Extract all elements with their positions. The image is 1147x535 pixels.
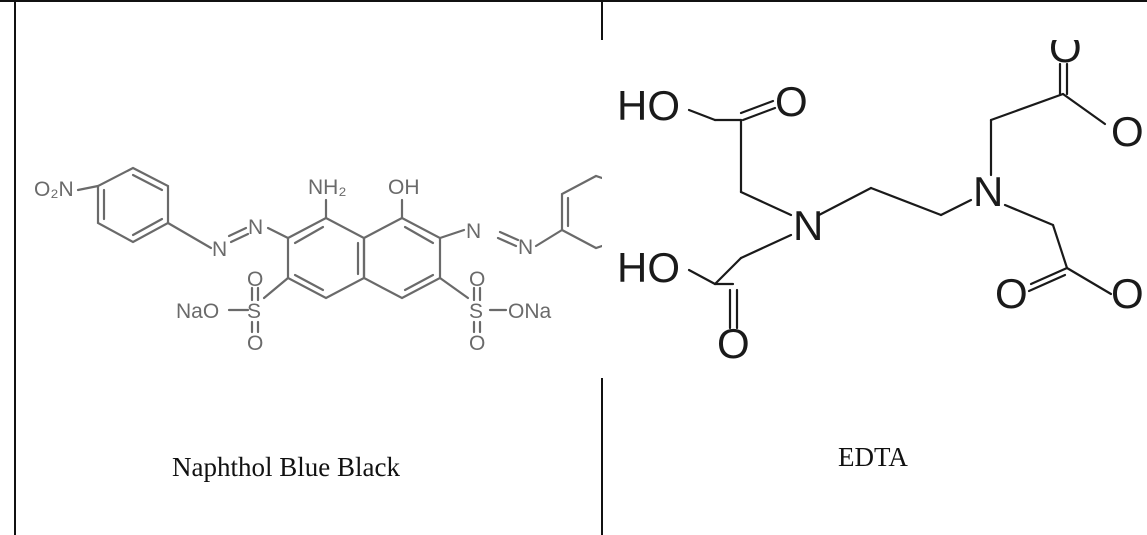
naphthalene-left-ring	[286, 216, 366, 300]
hydroxyl-label: HO	[617, 244, 680, 291]
ethylene-bond	[939, 198, 973, 217]
naphthalene-right-ring	[362, 216, 442, 300]
azo-n-label: N	[248, 216, 263, 239]
ring-inner-bond	[403, 273, 435, 292]
azo-double-bond	[498, 230, 520, 242]
table-middle-divider-top	[601, 0, 603, 40]
naphthol-blue-black-structure: O₂N N N NH₂ OH N N NaO S O O S ONa O O	[34, 166, 602, 355]
phenyl-ring-partial	[560, 228, 602, 250]
hydroxyl-label: OH	[388, 176, 420, 199]
nitrogen-label: N	[973, 168, 1003, 215]
hydroxyl-bond	[1061, 92, 1107, 126]
azo-n-label: N	[212, 238, 227, 261]
azo-double-bond	[496, 236, 518, 248]
oxygen-label: O	[1049, 40, 1082, 71]
naphthalene-azo-bond	[438, 228, 466, 240]
carbonyl-double-bond	[741, 106, 777, 122]
n-ch2-bond	[1003, 203, 1055, 227]
oxygen-label: O	[775, 78, 808, 125]
hydroxyl-bond	[1065, 266, 1113, 296]
methylene-bond	[1051, 223, 1069, 270]
azo-naphthalene-bond	[266, 226, 290, 240]
table-top-border	[0, 0, 1147, 2]
hydroxyl-label: HO	[617, 82, 680, 129]
nitrophenyl-ring	[96, 166, 170, 244]
sulfur-label: S	[247, 300, 261, 323]
caption-edta: EDTA	[838, 442, 908, 472]
azo-double-bond	[227, 226, 248, 238]
carbonyl-double-bond	[1027, 273, 1067, 293]
oxygen-label: O	[717, 320, 750, 367]
aryl-azo-bond	[166, 221, 213, 250]
sulfonate-bond	[262, 276, 290, 300]
azo-double-bond	[229, 232, 250, 244]
oxygen-label: O	[469, 332, 485, 355]
sodium-sulfonate-label: ONa	[508, 300, 552, 323]
edta-structure: HO O O O N N HO O O O	[617, 40, 1144, 367]
caption-naphthol-blue-black: Naphthol Blue Black	[172, 452, 400, 482]
ethylene-bond	[817, 186, 873, 217]
table-left-border	[14, 0, 16, 535]
oxygen-label: O	[247, 268, 263, 291]
nitro-label: O₂N	[34, 178, 74, 201]
phenyl-ring-partial	[560, 174, 602, 232]
methylene-bond	[989, 92, 1065, 122]
n-ch2-bond	[739, 233, 793, 260]
ring-inner-bond	[403, 225, 435, 245]
azo-n-label: N	[466, 220, 481, 243]
n-ch2-bond	[739, 190, 793, 217]
carboxyl-bond	[713, 256, 743, 286]
amino-label: NH₂	[308, 176, 346, 199]
oxygen-label: O	[247, 332, 263, 355]
ring-inner-bond	[131, 217, 164, 237]
ethylene-bond	[869, 186, 943, 217]
nitrogen-label: N	[793, 202, 823, 249]
table-middle-divider-bottom	[601, 378, 603, 535]
oxygen-label: O	[1111, 108, 1144, 155]
hydroxyl-bond	[687, 268, 717, 286]
hydroxyl-bond	[687, 108, 717, 122]
oxygen-label: O	[995, 270, 1028, 317]
nitro-bond	[76, 184, 100, 192]
sulfur-label: S	[469, 300, 483, 323]
carbonyl-double-bond	[739, 99, 775, 115]
sodium-sulfonate-label: NaO	[176, 300, 219, 323]
oxygen-label: O	[469, 268, 485, 291]
carbonyl-double-bond	[1029, 266, 1069, 286]
ring-inner-bond	[293, 225, 325, 245]
sulfonate-bond	[438, 276, 470, 300]
oxygen-label: O	[1111, 270, 1144, 317]
azo-phenyl-bond	[534, 228, 564, 248]
azo-n-label: N	[518, 236, 533, 259]
ring-inner-bond	[293, 273, 325, 292]
ring-inner-bond	[131, 173, 164, 192]
